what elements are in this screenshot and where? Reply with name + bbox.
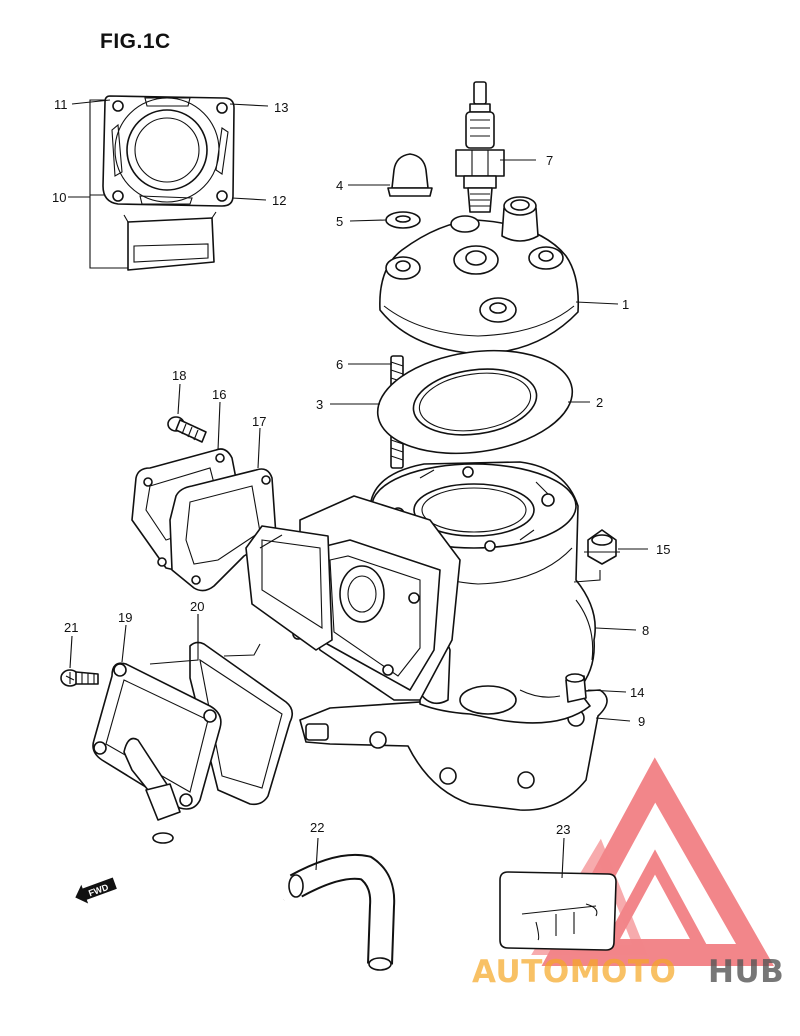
callout-13: 13 bbox=[274, 100, 288, 115]
callout-5: 5 bbox=[336, 214, 343, 229]
callout-6: 6 bbox=[336, 357, 343, 372]
callout-7: 7 bbox=[546, 153, 553, 168]
callout-18: 18 bbox=[172, 368, 186, 383]
callout-labels: 1 2 3 4 5 6 7 8 9 10 11 12 13 14 15 16 1… bbox=[52, 97, 670, 837]
callout-22: 22 bbox=[310, 820, 324, 835]
watermark: AUTOMOTO HUB bbox=[472, 954, 784, 990]
dowel-pin bbox=[565, 673, 587, 703]
callout-9: 9 bbox=[638, 714, 645, 729]
hose-22 bbox=[288, 853, 396, 971]
breather-hose bbox=[152, 832, 290, 921]
callout-23: 23 bbox=[556, 822, 570, 837]
callout-14: 14 bbox=[630, 685, 644, 700]
callout-19: 19 bbox=[118, 610, 132, 625]
watermark-brand-part1: AUTOMOTO bbox=[472, 954, 676, 990]
washer bbox=[385, 211, 421, 229]
leader-lines bbox=[68, 99, 648, 879]
callout-1: 1 bbox=[622, 297, 629, 312]
callout-11: 11 bbox=[54, 97, 68, 112]
reed-cover-19 bbox=[92, 662, 222, 821]
cylinder-gasket-inset bbox=[89, 95, 235, 271]
callout-2: 2 bbox=[596, 395, 603, 410]
fwd-label: FWD bbox=[87, 882, 110, 899]
cylinder-head bbox=[379, 196, 580, 355]
reed-valve-block bbox=[245, 525, 333, 651]
callout-20: 20 bbox=[190, 599, 204, 614]
intake-port bbox=[292, 495, 461, 701]
reed-gasket-17 bbox=[169, 468, 277, 592]
watermark-brand-part2: HUB bbox=[708, 954, 784, 990]
callout-3: 3 bbox=[316, 397, 323, 412]
figure-title: FIG.1C bbox=[100, 30, 171, 53]
label-decal-23 bbox=[499, 871, 617, 951]
callout-10: 10 bbox=[52, 190, 66, 205]
screw-bolt-21 bbox=[60, 669, 99, 687]
cap-nut bbox=[387, 153, 433, 197]
callout-8: 8 bbox=[642, 623, 649, 638]
head-gasket bbox=[376, 349, 574, 455]
callout-15: 15 bbox=[656, 542, 670, 557]
flange-nut bbox=[584, 529, 620, 565]
callout-21: 21 bbox=[64, 620, 78, 635]
callout-4: 4 bbox=[336, 178, 343, 193]
callout-17: 17 bbox=[252, 414, 266, 429]
callout-16: 16 bbox=[212, 387, 226, 402]
fwd-arrow-icon: FWD bbox=[75, 877, 117, 904]
callout-12: 12 bbox=[272, 193, 286, 208]
screw-bolt-18 bbox=[167, 416, 207, 443]
spark-plug bbox=[455, 81, 505, 213]
